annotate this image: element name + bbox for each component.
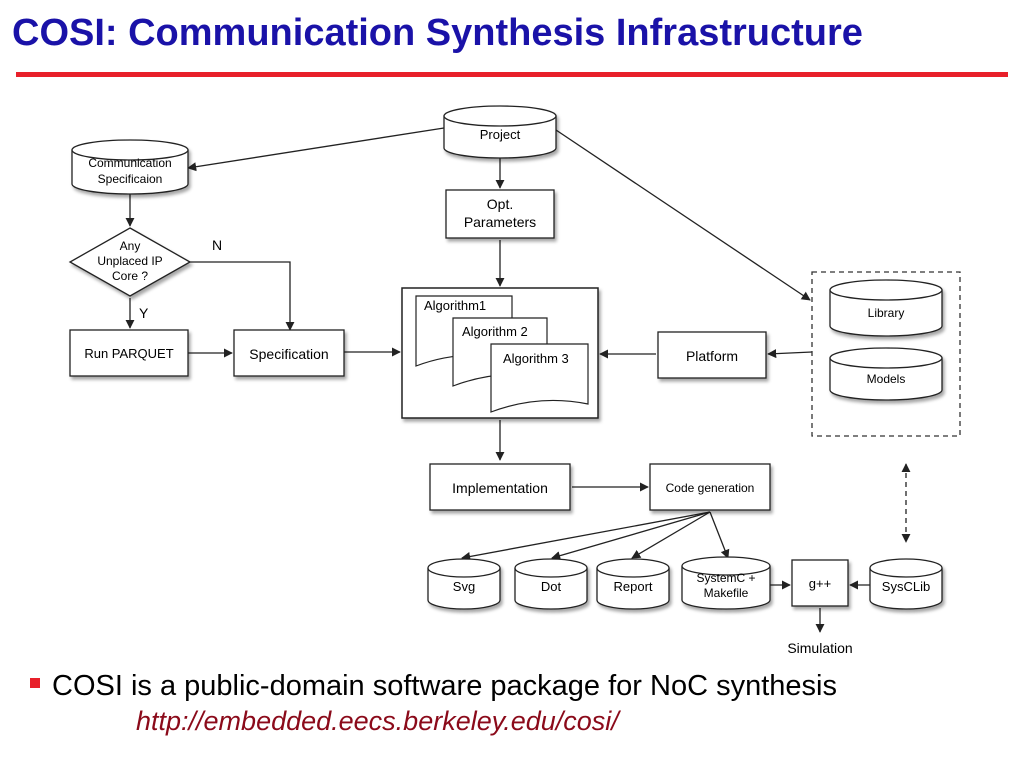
simulation-label: Simulation bbox=[787, 640, 852, 656]
implementation-label: Implementation bbox=[452, 480, 548, 496]
edge-codegen-report bbox=[631, 511, 711, 559]
code-generation-node bbox=[649, 463, 771, 511]
algorithm2-label: Algorithm 2 bbox=[462, 324, 528, 339]
algorithm3-label: Algorithm 3 bbox=[503, 351, 569, 366]
edge-codegen-svg bbox=[461, 511, 711, 561]
dot-label: Dot bbox=[541, 579, 562, 594]
comm-spec-node bbox=[71, 139, 189, 195]
platform-label: Platform bbox=[686, 348, 738, 364]
systemc-label-2: Makefile bbox=[704, 586, 749, 600]
gpp-node bbox=[791, 559, 849, 607]
dot-node bbox=[514, 558, 588, 610]
models-node bbox=[829, 347, 943, 401]
svg-label: Svg bbox=[453, 579, 475, 594]
comm-spec-label-2: Specificaion bbox=[98, 172, 163, 186]
specification-label: Specification bbox=[249, 346, 328, 362]
algorithm3-doc bbox=[490, 343, 589, 413]
platform-node bbox=[657, 331, 767, 379]
project-label: Project bbox=[480, 127, 521, 142]
algorithm1-label: Algorithm1 bbox=[424, 298, 486, 313]
report-label: Report bbox=[613, 579, 652, 594]
edge-project-commspec bbox=[187, 127, 445, 172]
opt-params-label-1: Opt. bbox=[487, 196, 513, 212]
implementation-node bbox=[429, 463, 571, 511]
project-node bbox=[443, 105, 557, 159]
report-node bbox=[596, 558, 670, 610]
svg-node bbox=[427, 558, 501, 610]
edge-label-n: N bbox=[212, 237, 222, 253]
edges bbox=[125, 127, 911, 633]
edge-codegen-dot bbox=[551, 511, 711, 561]
bullet-item: COSI is a public-domain software package… bbox=[30, 670, 837, 703]
title-underline bbox=[16, 72, 1008, 77]
library-node bbox=[829, 279, 943, 337]
edge-project-resources bbox=[555, 129, 811, 301]
edge-resources-platform bbox=[767, 349, 813, 359]
resources-group bbox=[811, 271, 961, 437]
decision-label-3: Core ? bbox=[112, 269, 148, 283]
bullet-square-icon bbox=[30, 678, 40, 689]
systemc-node bbox=[681, 556, 771, 610]
sysclib-label: SysCLib bbox=[882, 579, 930, 594]
cosi-url-link[interactable]: http://embedded.eecs.berkeley.edu/cosi/ bbox=[136, 706, 619, 736]
library-label: Library bbox=[868, 306, 905, 320]
comm-spec-label-1: Communication bbox=[88, 156, 171, 170]
specification-node bbox=[233, 329, 345, 377]
code-generation-label: Code generation bbox=[666, 481, 755, 495]
gpp-label: g++ bbox=[809, 576, 831, 591]
decision-node bbox=[68, 227, 192, 297]
slide-title: COSI: Communication Synthesis Infrastruc… bbox=[12, 12, 863, 54]
systemc-label-1: SystemC + bbox=[696, 571, 755, 585]
edge-decision-n bbox=[190, 261, 295, 331]
cosi-flow-diagram: Project Communication Specificaion Opt. … bbox=[68, 105, 961, 656]
decision-label-1: Any bbox=[120, 239, 141, 253]
edge-codegen-systemc bbox=[709, 511, 730, 559]
run-parquet-label: Run PARQUET bbox=[84, 346, 173, 361]
edge-label-y: Y bbox=[139, 305, 149, 321]
models-label: Models bbox=[867, 372, 906, 386]
decision-label-2: Unplaced IP bbox=[97, 254, 162, 268]
sysclib-node bbox=[869, 558, 943, 610]
opt-params-node bbox=[445, 189, 555, 239]
bullet-text: COSI is a public-domain software package… bbox=[52, 670, 837, 702]
run-parquet-node bbox=[69, 329, 189, 377]
opt-params-label-2: Parameters bbox=[464, 214, 536, 230]
